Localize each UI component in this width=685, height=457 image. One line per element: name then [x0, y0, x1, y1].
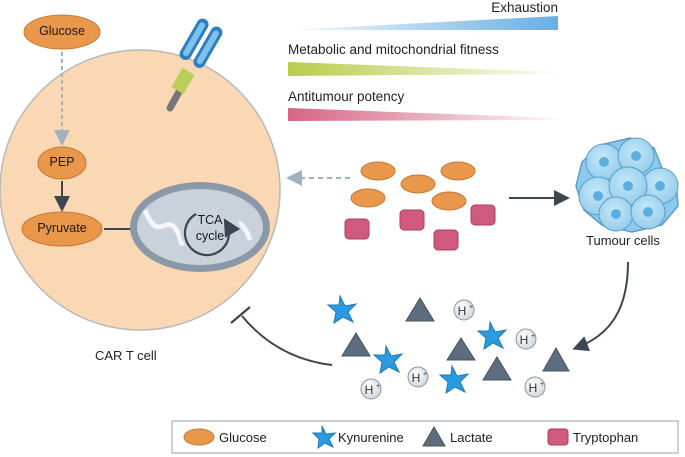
- legend-glucose-label: Glucose: [219, 430, 267, 445]
- proton-2: H +: [515, 328, 537, 350]
- svg-text:+: +: [540, 381, 544, 388]
- proton-3: H +: [407, 366, 429, 388]
- tumour-cells-icon: [575, 137, 679, 233]
- pep-node-label: PEP: [49, 155, 75, 169]
- exhaustion-label: Exhaustion: [491, 0, 558, 15]
- pyruvate-node-label: Pyruvate: [37, 221, 87, 235]
- legend-glucose-icon: [183, 428, 215, 446]
- legend-kynurenine-icon: [311, 425, 337, 450]
- svg-text:+: +: [423, 371, 427, 378]
- svg-text:+: +: [469, 304, 473, 311]
- glucose-node-label: Glucose: [39, 24, 85, 38]
- glucose-node: [23, 14, 101, 50]
- glucose-cluster: [350, 161, 476, 211]
- lactate-cluster: [341, 297, 570, 381]
- car-receptor-icon: [166, 18, 223, 112]
- legend-box: [171, 420, 679, 454]
- legend-kynurenine-label: Kynurenine: [338, 430, 404, 445]
- svg-text:H: H: [529, 381, 538, 395]
- tryptophan-cluster: [344, 204, 496, 251]
- proton-cluster: H + H + H + H + H +: [360, 299, 546, 400]
- svg-text:H: H: [365, 383, 374, 397]
- kynurenine-cluster: [326, 294, 508, 395]
- tumour-secretion-arrow: [572, 261, 629, 352]
- proton-4: H +: [360, 378, 382, 400]
- legend-tryptophan-icon: [547, 428, 569, 446]
- tca-label-line1: TCA: [197, 213, 223, 227]
- mitochondrion-icon: [130, 182, 270, 272]
- legend-lactate-icon: [422, 426, 446, 447]
- metabolic-fitness-gradient: [288, 62, 558, 76]
- tca-label-line2: cycle: [195, 229, 225, 243]
- legend-tryptophan-label: Tryptophan: [573, 430, 639, 445]
- proton-1: H +: [453, 299, 475, 321]
- svg-text:+: +: [531, 333, 535, 340]
- tumour-cells-label: Tumour cells: [586, 233, 660, 248]
- pyruvate-node: [21, 211, 103, 247]
- legend-lactate-label: Lactate: [450, 430, 493, 445]
- inhibition-arrow: [241, 315, 333, 366]
- exhaustion-gradient: [288, 16, 558, 30]
- pep-node: [37, 146, 87, 180]
- svg-text:H: H: [412, 371, 421, 385]
- svg-text:+: +: [376, 383, 380, 390]
- svg-text:H: H: [458, 304, 467, 318]
- proton-5: H +: [524, 376, 546, 398]
- metabolic-fitness-label: Metabolic and mitochondrial fitness: [288, 42, 499, 57]
- antitumour-potency-label: Antitumour potency: [288, 89, 405, 104]
- antitumour-potency-gradient: [288, 108, 558, 121]
- tca-cycle-arrow: [183, 213, 241, 257]
- svg-text:H: H: [520, 333, 529, 347]
- car-t-cell-label: CAR T cell: [95, 348, 157, 363]
- inhibition-bar: [230, 306, 251, 324]
